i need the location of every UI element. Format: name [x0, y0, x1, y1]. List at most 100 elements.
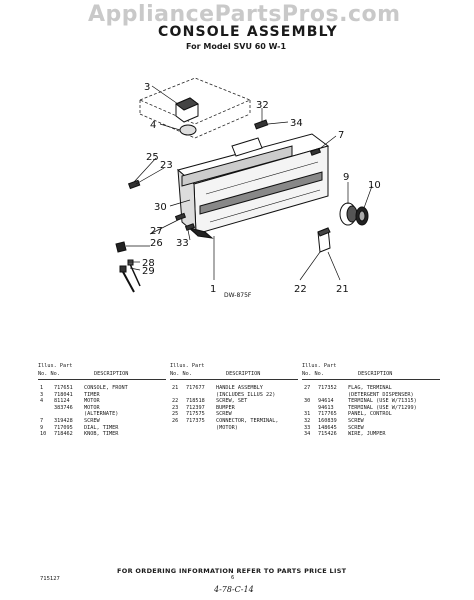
description: FLAG, TERMINAL: [348, 385, 392, 391]
illus-no: 33: [304, 424, 311, 431]
description: DIAL, TIMER: [84, 424, 119, 431]
callout-27: 27: [150, 226, 163, 237]
page-subtitle: For Model SVU 60 W-1: [186, 42, 287, 51]
part-no: 383746: [54, 404, 73, 411]
table-header: Illus. Part No. No. DESCRIPTION: [38, 363, 166, 385]
illus-no: 21: [172, 385, 179, 391]
description: (MOTOR): [216, 424, 238, 431]
part-no: 712397: [186, 404, 205, 411]
illus-no: 9: [40, 424, 44, 431]
description: TIMER: [84, 391, 100, 398]
description: CONSOLE, FRONT: [84, 385, 128, 391]
illus-no: 34: [304, 431, 311, 438]
parts-table-col-2: Illus. Part No. No. DESCRIPTION 21 717677…: [170, 363, 298, 431]
page-number: 6: [231, 575, 235, 581]
callout-25: 25: [146, 152, 159, 163]
rows-col-2: 21 717677 HANDLE ASSEMBLY(INCLUDES ILLUS 2…: [170, 385, 298, 431]
leader-lines: [126, 85, 373, 281]
part-no: 717575: [186, 411, 205, 418]
illus-no: 30: [304, 398, 311, 405]
part-no: 718462: [54, 431, 73, 438]
callout-3: 3: [144, 82, 150, 93]
callout-9: 9: [343, 172, 349, 183]
description: TERMINAL (USE W/71315): [348, 398, 417, 405]
timer-part: [175, 97, 199, 136]
table-row: (INCLUDES ILLUS 22): [170, 392, 298, 399]
table-header: Illus. Part No. No. DESCRIPTION: [302, 363, 440, 385]
callout-7: 7: [338, 130, 344, 141]
header-illus-part: Illus. Part: [302, 363, 337, 369]
description: WIRE, JUMPER: [348, 431, 386, 438]
illus-no: 22: [172, 398, 179, 405]
illus-no: 1: [40, 385, 44, 391]
header-rule-2: [170, 379, 298, 380]
callout-23: 23: [160, 160, 173, 171]
part-no: 319428: [54, 417, 73, 424]
description: (INCLUDES ILLUS 22): [216, 391, 276, 398]
table-row: 25 717575 SCREW: [170, 411, 298, 418]
illus-no: 25: [172, 411, 179, 418]
callout-21: 21: [336, 284, 349, 295]
header-no-no: No. No.: [170, 371, 192, 377]
illus-no: 27: [304, 385, 311, 391]
illus-no: 4: [40, 398, 44, 405]
timer-housing-outline: [138, 77, 252, 139]
watermark: AppliancePartsPros.com: [88, 2, 401, 27]
header-no-no: No. No.: [38, 371, 60, 377]
callout-26: 26: [150, 238, 163, 249]
connector-part: [317, 227, 331, 253]
part-no: 160839: [318, 417, 337, 424]
table-header: Illus. Part No. No. DESCRIPTION: [170, 363, 298, 385]
callout-28: 28: [142, 258, 155, 269]
table-row: (MOTOR): [170, 425, 298, 432]
description: TERMINAL (USE W/71299): [348, 404, 417, 411]
panel-control-part: [181, 137, 293, 187]
description: SCREW: [84, 417, 100, 424]
table-row: (ALTERNATE): [38, 411, 166, 418]
callout-22: 22: [294, 284, 307, 295]
page-title: CONSOLE ASSEMBLY: [158, 24, 338, 40]
screw-parts: [127, 119, 322, 231]
table-row: 21 717677 HANDLE ASSEMBLY: [170, 385, 298, 392]
description: PANEL, CONTROL: [348, 411, 392, 418]
part-no: 717677: [186, 385, 205, 391]
illus-no: 10: [40, 431, 47, 438]
header-description: DESCRIPTION: [226, 371, 261, 377]
header-no-no: No. No.: [302, 371, 324, 377]
header-description: DESCRIPTION: [358, 371, 393, 377]
header-rule-3: [302, 379, 440, 380]
header-description: DESCRIPTION: [94, 371, 129, 377]
header-illus-part: Illus. Part: [170, 363, 205, 369]
part-no: 717375: [186, 417, 205, 424]
description: SCREW: [348, 424, 364, 431]
part-no: 715426: [318, 431, 337, 438]
callout-4: 4: [150, 120, 156, 131]
description: SCREW: [216, 411, 232, 418]
illus-no: 26: [172, 417, 179, 424]
callout-29: 29: [142, 266, 155, 277]
illus-no: 32: [304, 417, 311, 424]
description: BUMPER: [216, 404, 235, 411]
illus-no: 7: [40, 417, 44, 424]
callout-33: 33: [176, 238, 189, 249]
callout-1: 1: [210, 284, 216, 295]
description: MOTOR: [84, 398, 100, 405]
description: (ALTERNATE): [84, 411, 119, 418]
dial-knob-part: [339, 202, 369, 226]
illus-no: 3: [40, 391, 44, 398]
header-rule-1: [38, 379, 166, 380]
part-no: 717095: [54, 424, 73, 431]
description: HANDLE ASSEMBLY: [216, 385, 263, 391]
